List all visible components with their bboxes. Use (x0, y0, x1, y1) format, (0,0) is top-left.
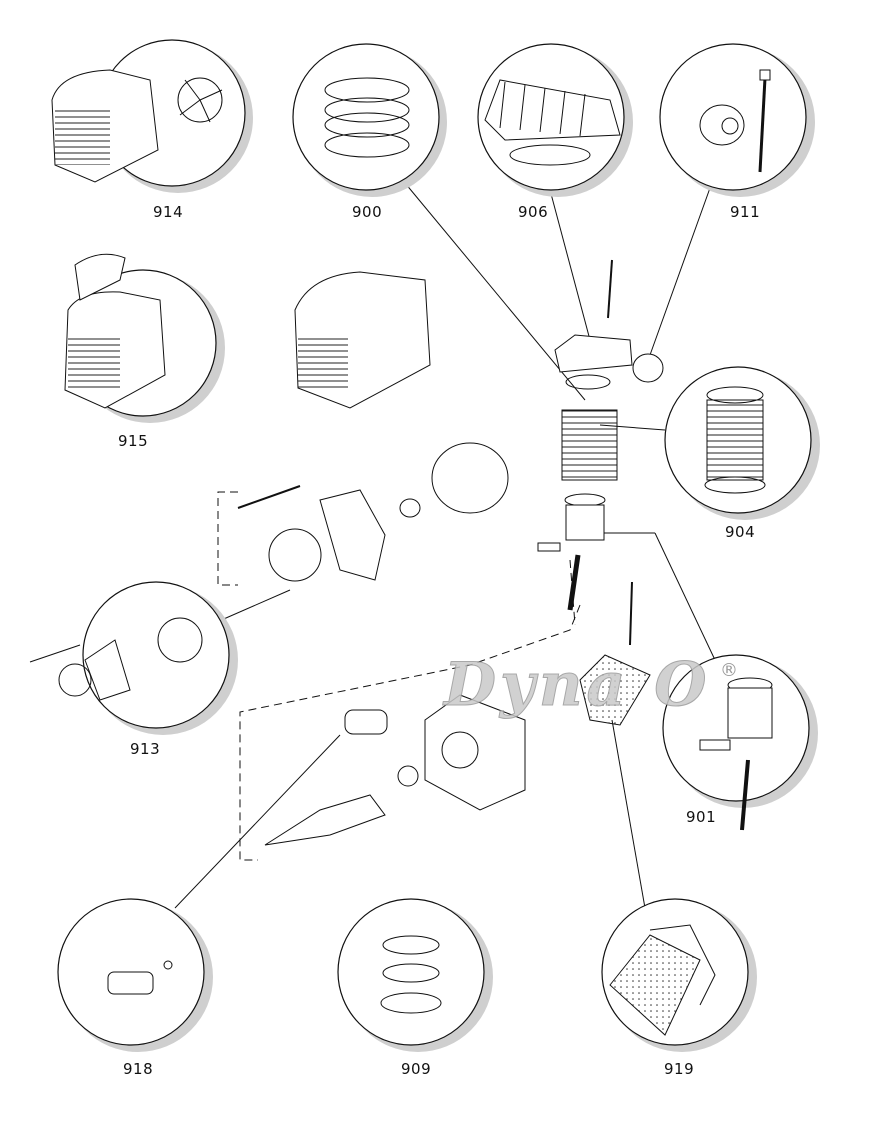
callout-901 (662, 654, 818, 831)
callout-918 (57, 898, 213, 1052)
part-label-913: 913 (130, 740, 161, 758)
piston-rod (537, 493, 606, 611)
callout-900 (292, 43, 447, 197)
fan-and-motor-housing (237, 442, 509, 582)
part-label-904: 904 (725, 523, 756, 541)
part-label-906: 906 (518, 203, 549, 221)
valve-plate (579, 581, 651, 726)
part-label-909: 909 (401, 1060, 432, 1078)
part-label-919: 919 (664, 1060, 695, 1078)
callout-913 (29, 581, 238, 735)
crankcase (264, 694, 526, 846)
callout-909 (337, 898, 493, 1052)
callout-915 (64, 253, 225, 423)
part-label-901: 901 (686, 808, 717, 826)
cylinder-head-stack (554, 259, 664, 481)
part-label-911: 911 (730, 203, 761, 221)
callout-904 (664, 366, 820, 520)
callout-914 (51, 39, 253, 193)
leader-lines (174, 182, 716, 909)
part-label-900: 900 (352, 203, 383, 221)
shroud-assembled (294, 271, 431, 409)
callout-919 (601, 898, 757, 1052)
part-label-918: 918 (123, 1060, 154, 1078)
part-label-915: 915 (118, 432, 149, 450)
callout-906 (477, 43, 633, 197)
callout-911 (659, 43, 815, 197)
part-label-914: 914 (153, 203, 184, 221)
registered-mark: ® (720, 660, 738, 681)
brand-watermark: Dyna O (444, 650, 711, 721)
